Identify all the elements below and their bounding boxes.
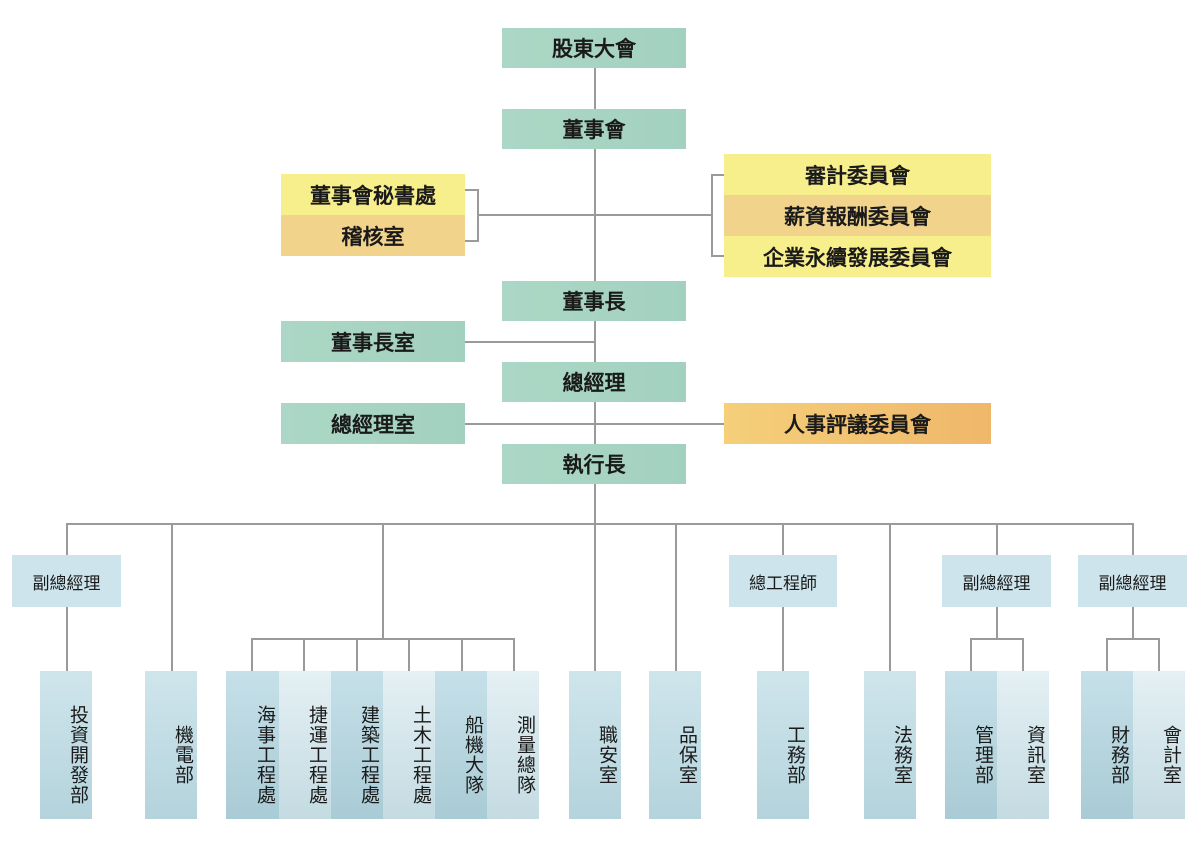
- node-audit-committee: 審計委員會: [724, 154, 991, 195]
- node-investment-development-dept: 投資開發部: [40, 671, 92, 819]
- connector-executive-bus: [66, 523, 1134, 525]
- connector-vp-admin-down: [996, 606, 998, 639]
- node-shareholders-meeting: 股東大會: [502, 28, 686, 68]
- node-legal-office: 法務室: [864, 671, 916, 819]
- connector-drop-safety: [594, 523, 596, 671]
- connector-board-right-tick-bottom: [711, 255, 724, 257]
- connector-vp-admin-right: [1022, 638, 1024, 671]
- node-building-engineering: 建築工程處: [331, 671, 383, 819]
- node-compensation-committee: 薪資報酬委員會: [724, 195, 991, 236]
- connector-vp-admin-bar: [970, 638, 1024, 640]
- connector-engineering-group-bar: [251, 638, 515, 640]
- connector-drop-quality: [675, 523, 677, 671]
- connector-drop-mech-elec: [171, 523, 173, 671]
- node-mechanical-electrical-dept: 機電部: [145, 671, 197, 819]
- connector-board-right-bracket: [711, 174, 713, 257]
- connector-president-office-row: [465, 423, 724, 425]
- connector-vp-finance-left: [1106, 638, 1108, 671]
- node-civil-engineering: 土木工程處: [383, 671, 435, 819]
- connector-drop-legal: [889, 523, 891, 671]
- connector-chief-engineer-down: [782, 606, 784, 671]
- connector-eng-5: [461, 638, 463, 671]
- connector-eng-3: [356, 638, 358, 671]
- connector-board-right-horizontal: [595, 214, 713, 216]
- node-president: 總經理: [502, 362, 686, 402]
- connector-board-left-bracket: [477, 189, 479, 242]
- node-hr-committee: 人事評議委員會: [724, 403, 991, 444]
- node-board-secretariat: 董事會秘書處: [281, 174, 465, 215]
- node-president-office: 總經理室: [281, 403, 465, 444]
- node-survey-corps: 測量總隊: [487, 671, 539, 819]
- connector-board-left-horizontal: [477, 214, 595, 216]
- node-finance-dept: 財務部: [1081, 671, 1133, 819]
- connector-board-left-tick-bottom: [465, 240, 478, 242]
- node-sustainability-committee: 企業永續發展委員會: [724, 236, 991, 277]
- connector-drop-engineering-group: [382, 523, 384, 639]
- connector-chairman-office: [465, 341, 595, 343]
- node-audit-office: 稽核室: [281, 215, 465, 256]
- node-chairman-office: 董事長室: [281, 321, 465, 362]
- connector-board-left-tick-top: [465, 189, 478, 191]
- node-safety-office: 職安室: [569, 671, 621, 819]
- connector-vp-investment-down: [66, 606, 68, 671]
- connector-vp-finance-bar: [1106, 638, 1160, 640]
- node-management-dept: 管理部: [945, 671, 997, 819]
- connector-vp-finance-right: [1158, 638, 1160, 671]
- connector-eng-6: [513, 638, 515, 671]
- node-marine-engineering: 海事工程處: [226, 671, 279, 819]
- node-it-office: 資訊室: [997, 671, 1049, 819]
- node-quality-office: 品保室: [649, 671, 701, 819]
- connector-vp-finance-down: [1132, 606, 1134, 639]
- node-chairman: 董事長: [502, 281, 686, 321]
- connector-drop-vp-finance: [1132, 523, 1134, 556]
- connector-drop-vp-investment: [66, 523, 68, 556]
- node-chief-engineer: 總工程師: [729, 555, 837, 607]
- connector-vp-admin-left: [970, 638, 972, 671]
- node-mrt-engineering: 捷運工程處: [279, 671, 331, 819]
- node-marine-machinery-brigade: 船機大隊: [435, 671, 487, 819]
- node-vp-admin: 副總經理: [942, 555, 1051, 607]
- connector-eng-1: [251, 638, 253, 671]
- connector-drop-vp-admin: [996, 523, 998, 556]
- node-works-dept: 工務部: [757, 671, 809, 819]
- connector-board-right-tick-top: [711, 174, 724, 176]
- node-ceo: 執行長: [502, 444, 686, 484]
- node-board-of-directors: 董事會: [502, 109, 686, 149]
- node-accounting-office: 會計室: [1133, 671, 1185, 819]
- connector-eng-2: [303, 638, 305, 671]
- connector-eng-4: [408, 638, 410, 671]
- connector-drop-chief-engineer: [782, 523, 784, 556]
- node-vp-investment: 副總經理: [12, 555, 121, 607]
- node-vp-finance: 副總經理: [1078, 555, 1187, 607]
